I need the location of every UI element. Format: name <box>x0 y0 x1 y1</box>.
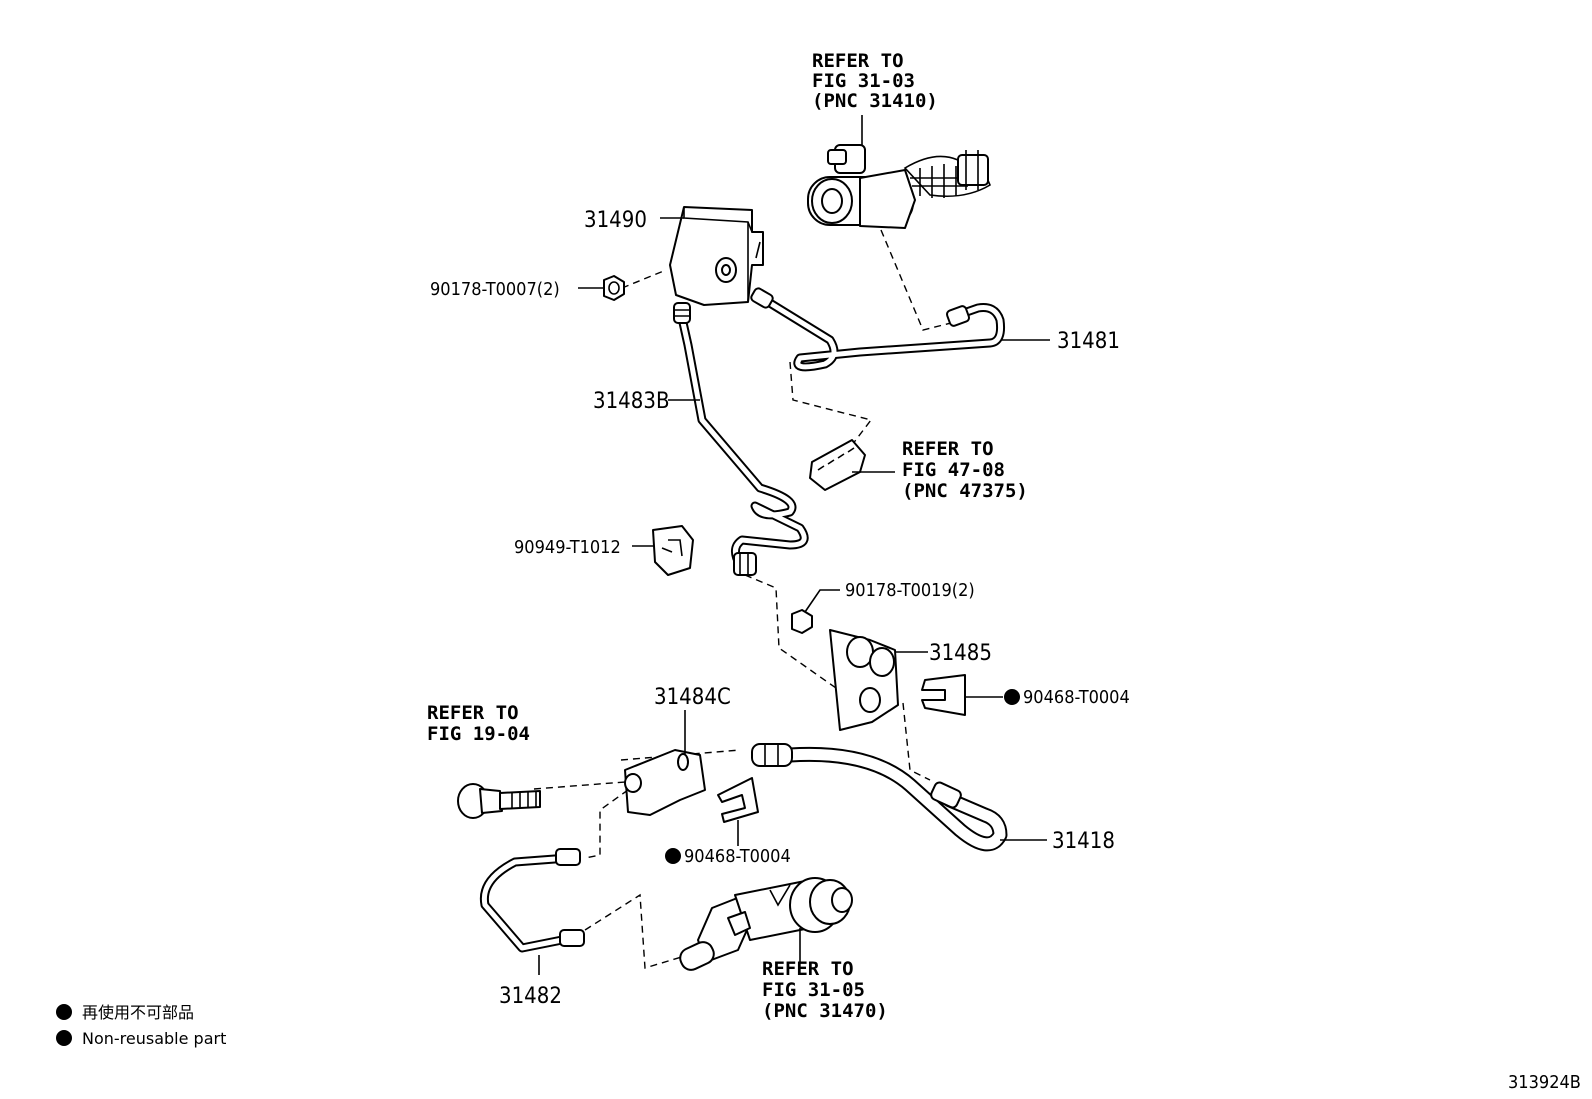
legend-dot-icon <box>56 1030 72 1046</box>
ref-line-2: FIG 19-04 <box>427 723 530 745</box>
clip-90468-t0004-lower <box>717 777 759 823</box>
part-label-31483b: 31483B <box>593 389 670 414</box>
clip-90468-t0004-upper <box>921 674 966 716</box>
ref-bolt: REFER TO FIG 19-04 <box>427 702 530 745</box>
leader-lines <box>538 217 1050 975</box>
pipe-31482 <box>479 848 585 953</box>
bracket-31490 <box>669 206 764 306</box>
bolt <box>457 783 541 819</box>
legend-dot-icon <box>56 1004 72 1020</box>
ref-line-1: REFER TO <box>812 50 904 72</box>
nut-90178-t0007 <box>603 275 625 301</box>
part-label-90178-t0019: 90178-T0019(2) <box>845 580 975 601</box>
bracket-31484c <box>624 749 706 816</box>
part-label-31484c: 31484C <box>654 685 731 710</box>
part-label-90468-t0004-lower: 90468-T0004 <box>684 846 791 867</box>
part-label-90178-t0007: 90178-T0007(2) <box>430 279 560 300</box>
assembly-dashed-lines <box>533 229 956 969</box>
ref-line-1: REFER TO <box>902 438 994 460</box>
legend-jp: 再使用不可部品 <box>82 1003 194 1022</box>
ref-line-2: FIG 31-05 <box>762 979 865 1001</box>
ref-line-1: REFER TO <box>762 958 854 980</box>
ref-line-3: (PNC 31410) <box>812 90 938 112</box>
ref-line-3: (PNC 47375) <box>902 480 1028 502</box>
pipe-clamp <box>809 439 866 491</box>
ref-line-2: FIG 31-03 <box>812 70 915 92</box>
clutch-release-cylinder <box>679 877 853 971</box>
ref-clamp: REFER TO FIG 47-08 (PNC 47375) <box>902 438 1028 502</box>
part-label-31485: 31485 <box>929 641 992 666</box>
pipe-31481 <box>750 287 1005 372</box>
part-label-90949-t1012: 90949-T1012 <box>514 537 621 558</box>
part-label-90468-t0004-upper: 90468-T0004 <box>1023 687 1130 708</box>
part-label-31481: 31481 <box>1057 329 1120 354</box>
non-reusable-dot-icon <box>1004 689 1020 705</box>
ref-line-1: REFER TO <box>427 702 519 724</box>
ref-master-cylinder: REFER TO FIG 31-03 (PNC 31410) <box>812 50 938 112</box>
pipe-31483b <box>673 302 809 576</box>
ref-line-2: FIG 47-08 <box>902 459 1005 481</box>
ref-line-3: (PNC 31470) <box>762 1000 888 1022</box>
bracket-31485 <box>829 629 899 731</box>
part-label-31482: 31482 <box>499 984 562 1009</box>
clutch-master-cylinder <box>807 115 991 229</box>
clamp-90949-t1012 <box>652 525 694 576</box>
figure-id: 313924B <box>1508 1072 1581 1093</box>
legend-en: Non-reusable part <box>82 1029 226 1048</box>
nut-90178-t0019 <box>791 609 813 634</box>
part-label-31490: 31490 <box>584 208 647 233</box>
ref-release-cylinder: REFER TO FIG 31-05 (PNC 31470) <box>762 958 888 1022</box>
non-reusable-dot-icon <box>665 848 681 864</box>
legend: 再使用不可部品 Non-reusable part <box>56 1003 226 1048</box>
part-label-31418: 31418 <box>1052 829 1115 854</box>
hose-31418 <box>751 743 1008 852</box>
